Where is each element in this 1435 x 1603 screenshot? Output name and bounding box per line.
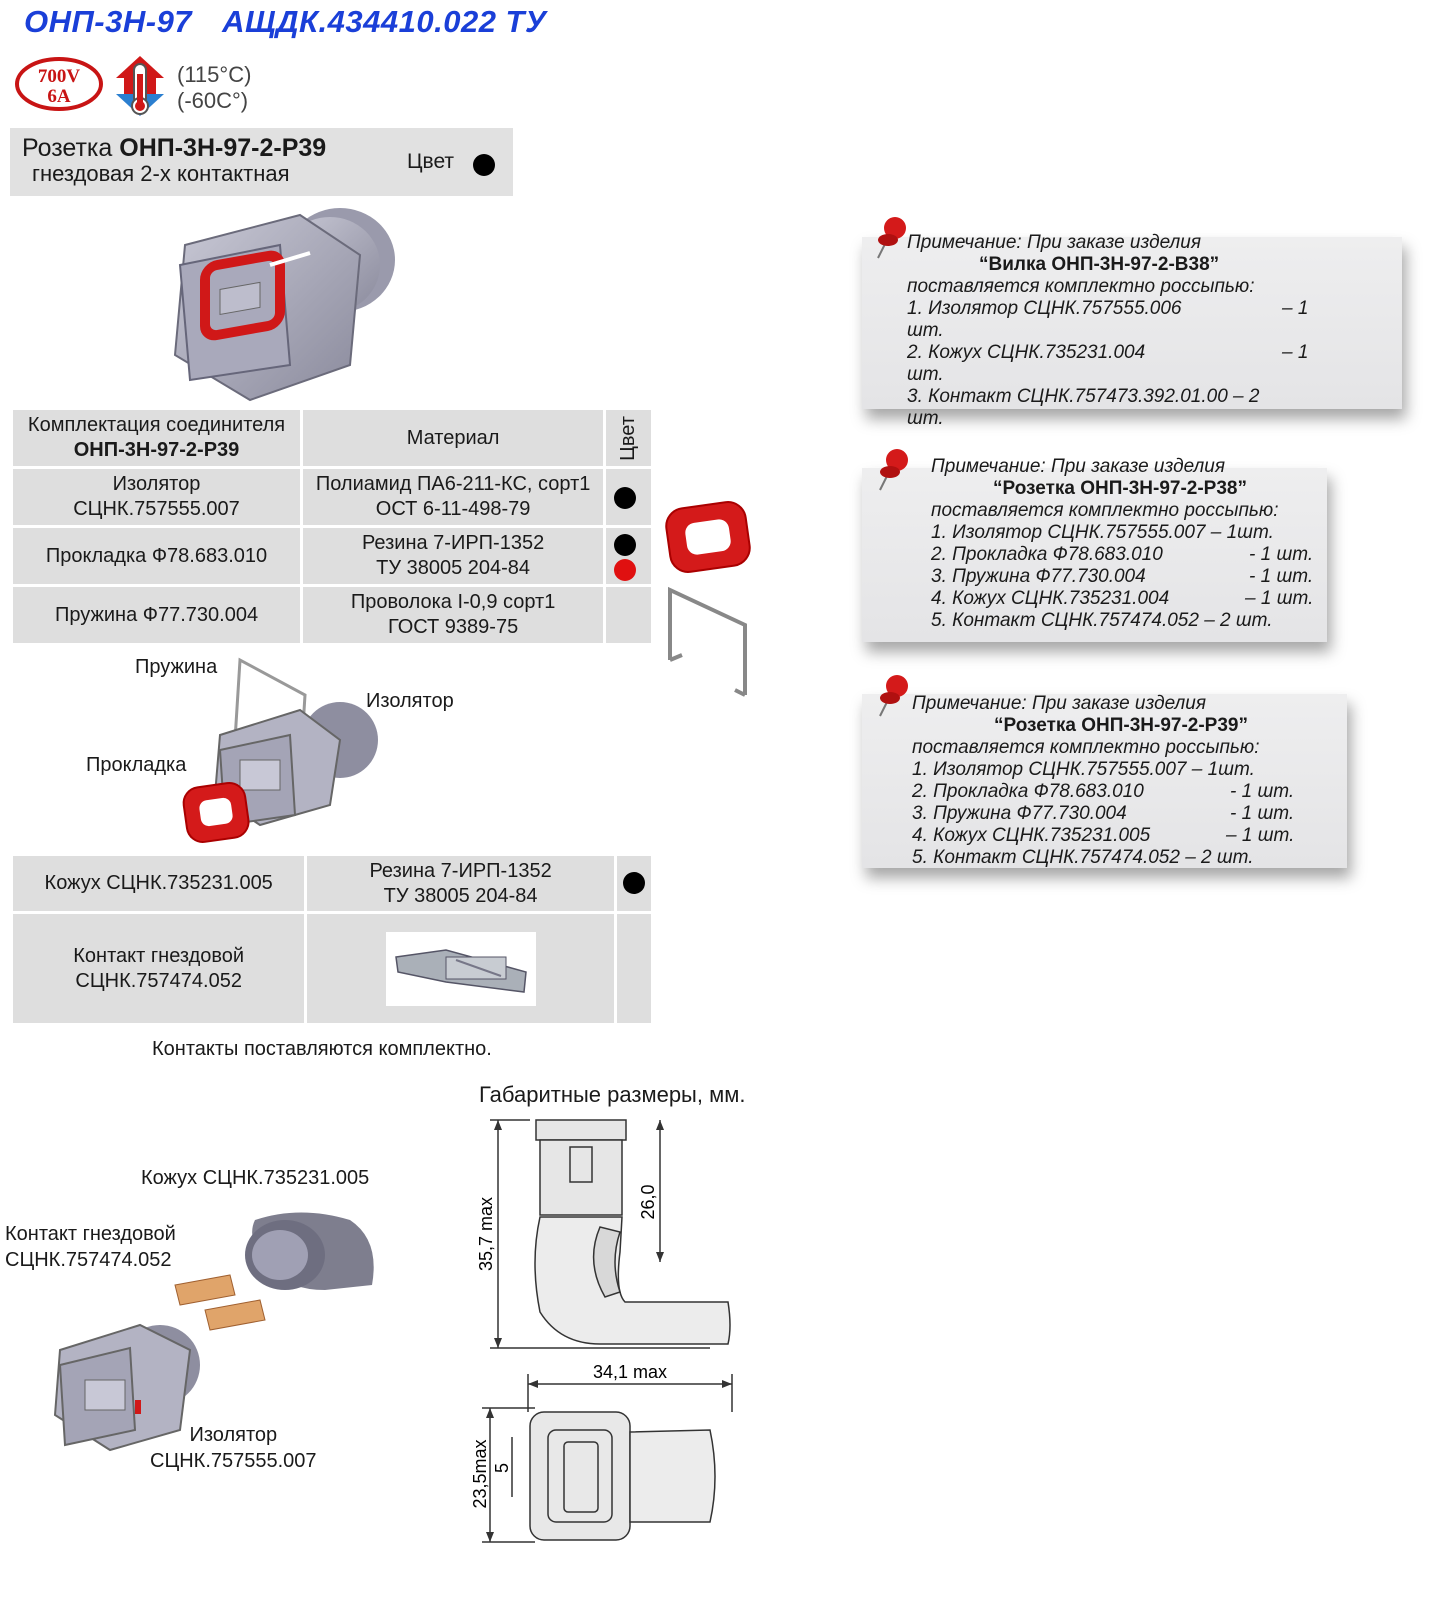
dim-width-max: 34,1 max <box>593 1362 667 1382</box>
title-spec: АЩДК.434410.022 ТУ <box>222 4 547 39</box>
note-1: Примечание: При заказе изделия “Вилка ОН… <box>907 232 1327 430</box>
footer-note: Контакты поставляются комплектно. <box>152 1038 492 1060</box>
components-table: Комплектация соединителя ОНП-3Н-97-2-Р39… <box>10 407 654 646</box>
header-components: Комплектация соединителя ОНП-3Н-97-2-Р39 <box>13 410 301 466</box>
list-item: 5. Контакт СЦНК.757474.052 – 2 шт. <box>912 847 1254 868</box>
color-dot-black <box>614 487 637 509</box>
temp-max: (115°C) <box>177 62 252 87</box>
label-contact: Контакт гнездовой СЦНК.757474.052 <box>5 1223 176 1271</box>
dim-height-5: 5 <box>492 1463 512 1473</box>
list-item: 1. Изолятор СЦНК.757555.007 – 1шт. <box>931 522 1274 543</box>
list-item: 1. Изолятор СЦНК.757555.006– 1 <box>907 298 1309 319</box>
list-item: 1. Изолятор СЦНК.757555.007 – 1шт. <box>912 759 1255 780</box>
part-material <box>307 914 614 1023</box>
note-3: Примечание: При заказе изделия “Розетка … <box>912 693 1332 869</box>
connector-image <box>173 208 395 402</box>
list-item: 5. Контакт СЦНК.757474.052 – 2 шт. <box>931 610 1273 631</box>
note-box-2 <box>862 468 1327 642</box>
label-isolator: Изолятор <box>366 690 454 712</box>
dim-height-23: 23,5max <box>470 1439 490 1508</box>
part-color <box>616 856 651 911</box>
list-item: 2. Прокладка Ф78.683.010- 1 шт. <box>912 781 1295 802</box>
label-spring: Пружина <box>135 656 218 678</box>
label-cover: Кожух СЦНК.735231.005 <box>141 1167 370 1189</box>
header-material: Материал <box>303 410 604 466</box>
color-dot-red <box>614 559 637 581</box>
temp-min: (-60C°) <box>177 88 249 113</box>
voltage-badge: 700V 6A <box>15 57 103 111</box>
part-color <box>616 914 651 1023</box>
note-box-3 <box>862 694 1347 868</box>
exploded-assembly-image <box>53 1212 374 1452</box>
title-model: ОНП-3Н-97 <box>24 4 193 39</box>
dimension-drawing: 35,7 max 26,0 34,1 max 23,5max 5 <box>470 1119 733 1543</box>
product-subtitle: гнездовая 2-х контактная <box>32 161 290 186</box>
part-name: Прокладка Ф78.683.010 <box>13 528 301 584</box>
color-dot-black <box>622 872 645 894</box>
thermometer-icon <box>116 56 164 116</box>
dimensions-title: Габаритные размеры, мм. <box>479 1082 746 1107</box>
list-item: 2. Прокладка Ф78.683.010- 1 шт. <box>931 544 1314 565</box>
part-name: Кожух СЦНК.735231.005 <box>13 856 305 911</box>
note-2: Примечание: При заказе изделия “Розетка … <box>931 456 1331 632</box>
pushpin-icon <box>879 449 908 491</box>
dim-height-26: 26,0 <box>638 1184 658 1219</box>
part-color <box>606 528 651 584</box>
temp-range: (115°C) (-60C°) <box>177 62 251 114</box>
list-item: 4. Кожух СЦНК.735231.004– 1 шт. <box>931 588 1314 609</box>
part-color <box>606 587 651 643</box>
color-dot-black <box>614 534 637 556</box>
label-isolator-lower: Изолятор СЦНК.757555.007 <box>150 1424 317 1472</box>
header-color: Цвет <box>606 410 651 466</box>
label-gasket: Прокладка <box>86 754 187 776</box>
note-box-1 <box>862 237 1402 409</box>
product-name: Розетка ОНП-3Н-97-2-Р39 <box>22 134 327 162</box>
contact-image <box>385 931 536 1006</box>
page-title: ОНП-3Н-97 АЩДК.434410.022 ТУ <box>24 4 546 40</box>
dim-height-max: 35,7 max <box>476 1197 496 1271</box>
table-header-row: Комплектация соединителя ОНП-3Н-97-2-Р39… <box>13 410 651 466</box>
color-dot-black <box>473 154 495 176</box>
list-item: 3. Контакт СЦНК.757473.392.01.00 – 2 <box>907 386 1260 407</box>
list-item: 3. Пружина Ф77.730.004- 1 шт. <box>912 803 1295 824</box>
part-color <box>606 469 651 525</box>
table-row: Пружина Ф77.730.004 Проволока I-0,9 сорт… <box>13 587 651 643</box>
current-text: 6A <box>47 86 71 107</box>
assembly-image <box>182 657 378 843</box>
list-item: 4. Кожух СЦНК.735231.005– 1 шт. <box>912 825 1295 846</box>
list-item: 2. Кожух СЦНК.735231.004– 1 <box>907 342 1309 363</box>
list-item: 3. Пружина Ф77.730.004- 1 шт. <box>931 566 1314 587</box>
gasket-spring-images <box>665 501 751 697</box>
pushpin-icon <box>879 675 908 717</box>
color-label: Цвет <box>407 150 455 173</box>
product-header: Розетка ОНП-3Н-97-2-Р39 гнездовая 2-х ко… <box>10 128 513 196</box>
pushpin-icon <box>877 217 906 259</box>
part-name: Пружина Ф77.730.004 <box>13 587 301 643</box>
voltage-text: 700V <box>38 66 81 87</box>
